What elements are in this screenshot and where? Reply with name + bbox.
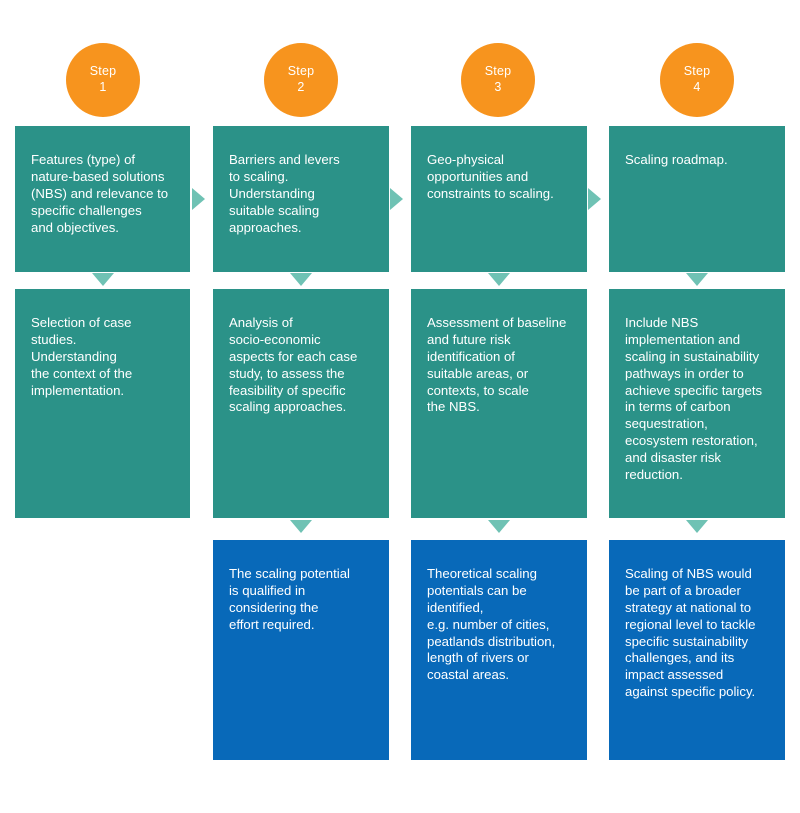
- node-col1-row1: Features (type) of nature-based solution…: [15, 126, 190, 272]
- node-col4-row2: Include NBS implementation and scaling i…: [609, 289, 785, 518]
- node-col2-row1: Barriers and levers to scaling. Understa…: [213, 126, 389, 272]
- node-col2-row3: The scaling potential is qualified in co…: [213, 540, 389, 760]
- arrow-right-icon-3-to-4: [588, 188, 601, 210]
- node-col1-row2: Selection of case studies. Understanding…: [15, 289, 190, 518]
- step-label-word-4: Step: [683, 64, 711, 79]
- step-label-number-2: 2: [297, 80, 305, 94]
- node-col3-row2: Assessment of baseline and future risk i…: [411, 289, 587, 518]
- arrow-right-icon-2-to-3: [390, 188, 403, 210]
- step-circle-1: Step 1: [66, 43, 140, 117]
- arrow-down-icon-col2-r2r3: [290, 520, 312, 533]
- arrow-down-icon-col4-r2r3: [686, 520, 708, 533]
- node-col3-row3: Theoretical scaling potentials can be id…: [411, 540, 587, 760]
- arrow-down-icon-col3-r1r2: [488, 273, 510, 286]
- step-label-word-3: Step: [484, 64, 512, 79]
- arrow-down-icon-col1-r1r2: [92, 273, 114, 286]
- node-col4-row3: Scaling of NBS would be part of a broade…: [609, 540, 785, 760]
- step-label-word-1: Step: [89, 64, 117, 79]
- step-circle-2: Step 2: [264, 43, 338, 117]
- arrow-down-icon-col2-r1r2: [290, 273, 312, 286]
- step-label-word-2: Step: [287, 64, 315, 79]
- step-circle-3: Step 3: [461, 43, 535, 117]
- node-col3-row1: Geo-physical opportunities and constrain…: [411, 126, 587, 272]
- step-circle-4: Step 4: [660, 43, 734, 117]
- arrow-down-icon-col4-r1r2: [686, 273, 708, 286]
- node-col4-row1: Scaling roadmap.: [609, 126, 785, 272]
- arrow-right-icon-1-to-2: [192, 188, 205, 210]
- step-label-number-3: 3: [494, 80, 502, 94]
- node-col2-row2: Analysis of socio-economic aspects for e…: [213, 289, 389, 518]
- step-label-number-1: 1: [99, 80, 107, 94]
- step-label-number-4: 4: [693, 80, 701, 94]
- arrow-down-icon-col3-r2r3: [488, 520, 510, 533]
